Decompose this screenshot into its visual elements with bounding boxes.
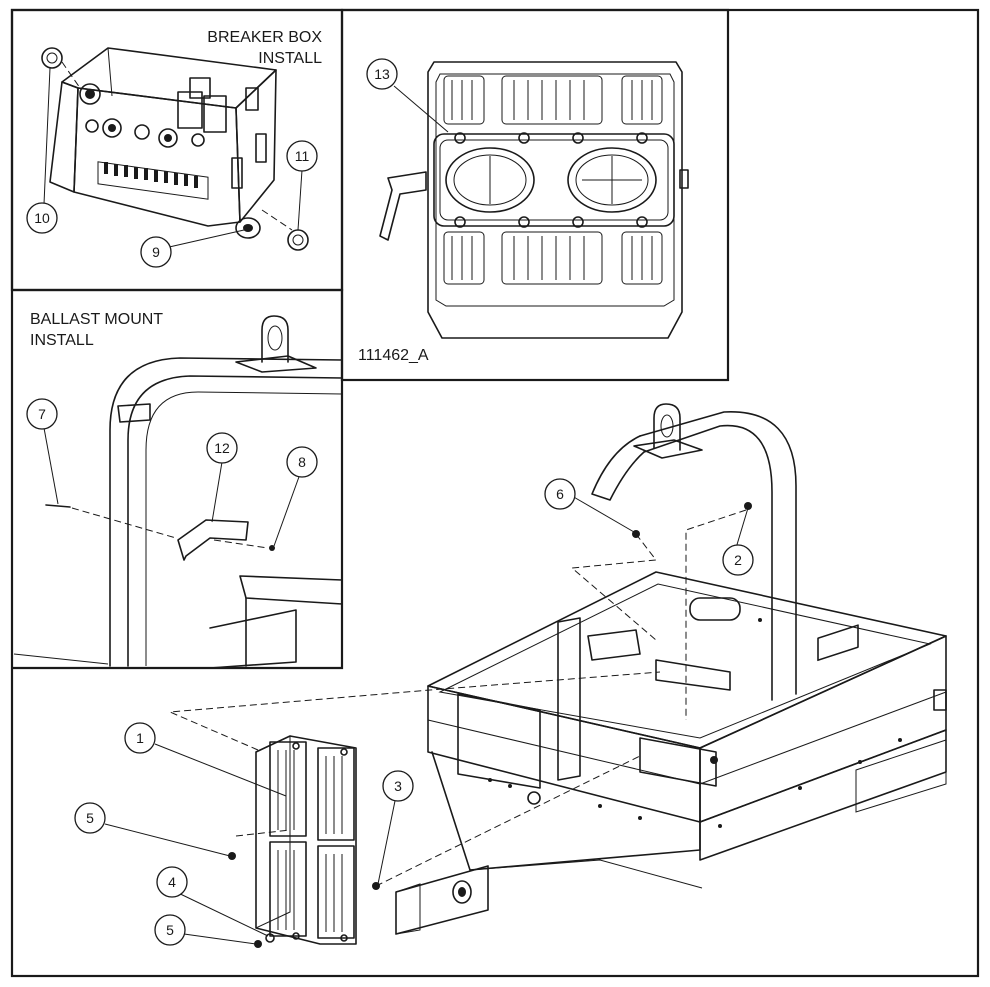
callout-5-upper: 5 — [74, 802, 106, 834]
ballast-mount-title-1: BALLAST MOUNT — [30, 311, 163, 328]
svg-text:4: 4 — [168, 874, 176, 890]
svg-text:5: 5 — [86, 810, 94, 826]
callout-6: 6 — [544, 478, 576, 510]
ballast-mount-panel — [12, 288, 344, 670]
ballast-mount-drawing — [13, 315, 343, 669]
callout-3: 3 — [382, 770, 414, 802]
callout-1: 1 — [124, 722, 156, 754]
ballast-mount-title-2: INSTALL — [30, 332, 94, 349]
ballast-unit-drawing — [228, 735, 380, 948]
trailer-frame-drawing — [395, 403, 947, 935]
drawing-number: 111462_A — [358, 347, 429, 364]
svg-text:11: 11 — [295, 148, 310, 164]
callout-9: 9 — [140, 236, 172, 268]
callout-7: 7 — [26, 398, 58, 430]
callout-10: 10 — [26, 202, 58, 234]
svg-text:5: 5 — [166, 922, 174, 938]
callout-5-lower: 5 — [154, 914, 186, 946]
svg-text:8: 8 — [298, 454, 306, 470]
svg-text:1: 1 — [136, 730, 144, 746]
callout-4: 4 — [156, 866, 188, 898]
svg-text:13: 13 — [374, 66, 390, 82]
alignment-lines — [169, 509, 747, 887]
svg-text:3: 3 — [394, 778, 402, 794]
svg-text:6: 6 — [556, 486, 564, 502]
leader-lines — [43, 67, 749, 945]
svg-text:2: 2 — [734, 552, 742, 568]
svg-text:9: 9 — [152, 244, 160, 260]
callout-12: 12 — [206, 432, 238, 464]
callout-11: 11 — [286, 140, 318, 172]
callout-8: 8 — [286, 446, 318, 478]
breaker-box-drawing — [41, 47, 309, 251]
callout-13: 13 — [366, 58, 398, 90]
light-fixture-drawing — [379, 61, 689, 339]
svg-text:10: 10 — [34, 210, 50, 226]
breaker-box-title-2: INSTALL — [258, 50, 322, 67]
svg-text:12: 12 — [214, 440, 230, 456]
breaker-box-title-1: BREAKER BOX — [207, 29, 322, 46]
light-fixture-panel — [340, 8, 730, 382]
svg-text:7: 7 — [38, 406, 46, 422]
callout-2: 2 — [722, 544, 754, 576]
